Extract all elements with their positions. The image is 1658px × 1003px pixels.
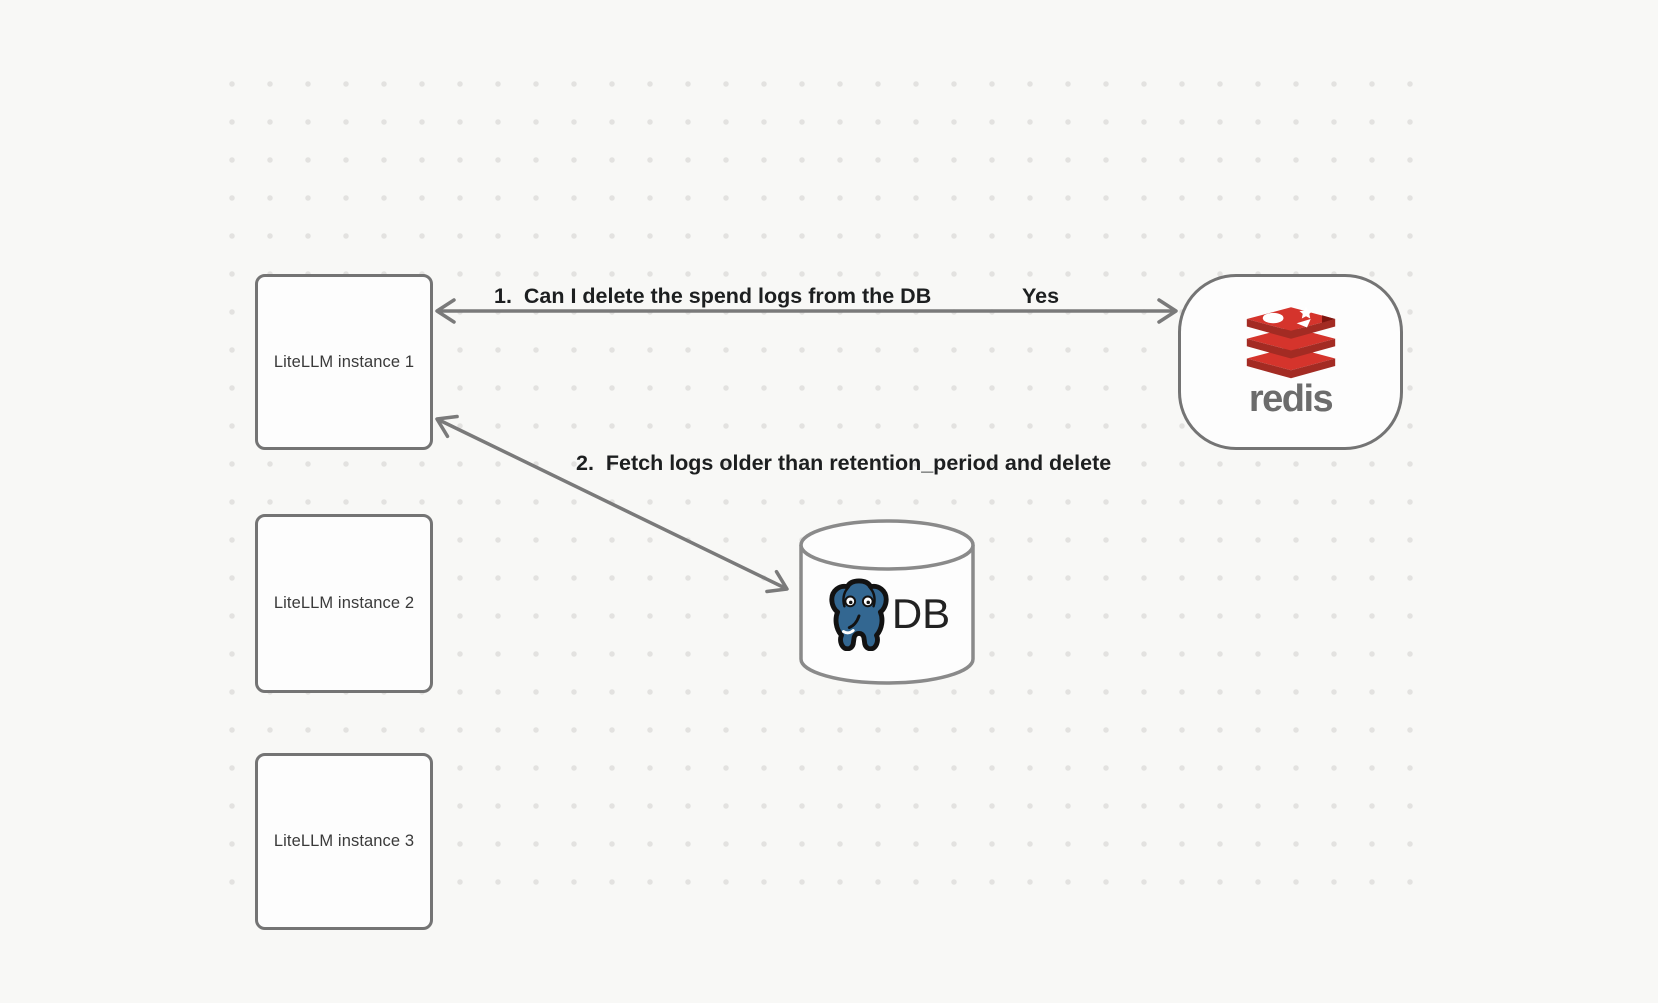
- litellm-instance-1-label: LiteLLM instance 1: [273, 352, 415, 371]
- edge1-label: 1. Can I delete the spend logs from the …: [494, 284, 932, 308]
- node-litellm-instance-2: LiteLLM instance 2: [255, 514, 433, 693]
- litellm-instance-2-label: LiteLLM instance 2: [273, 594, 415, 612]
- redis-stack-icon: [1246, 306, 1335, 378]
- edge1-response-label: Yes: [1022, 284, 1060, 308]
- edge-instance1-db: [435, 414, 789, 594]
- edge2-label: 2. Fetch logs older than retention_perio…: [576, 451, 1112, 475]
- db-label: DB: [891, 590, 951, 637]
- node-db-cylinder: DB: [799, 519, 975, 685]
- node-redis: redis: [1178, 274, 1403, 450]
- redis-wordmark: redis: [1248, 377, 1334, 420]
- litellm-instance-3-label: LiteLLM instance 3: [273, 832, 415, 850]
- node-litellm-instance-1: LiteLLM instance 1: [255, 274, 433, 450]
- node-litellm-instance-3: LiteLLM instance 3: [255, 753, 433, 930]
- postgresql-elephant-icon: [829, 578, 889, 651]
